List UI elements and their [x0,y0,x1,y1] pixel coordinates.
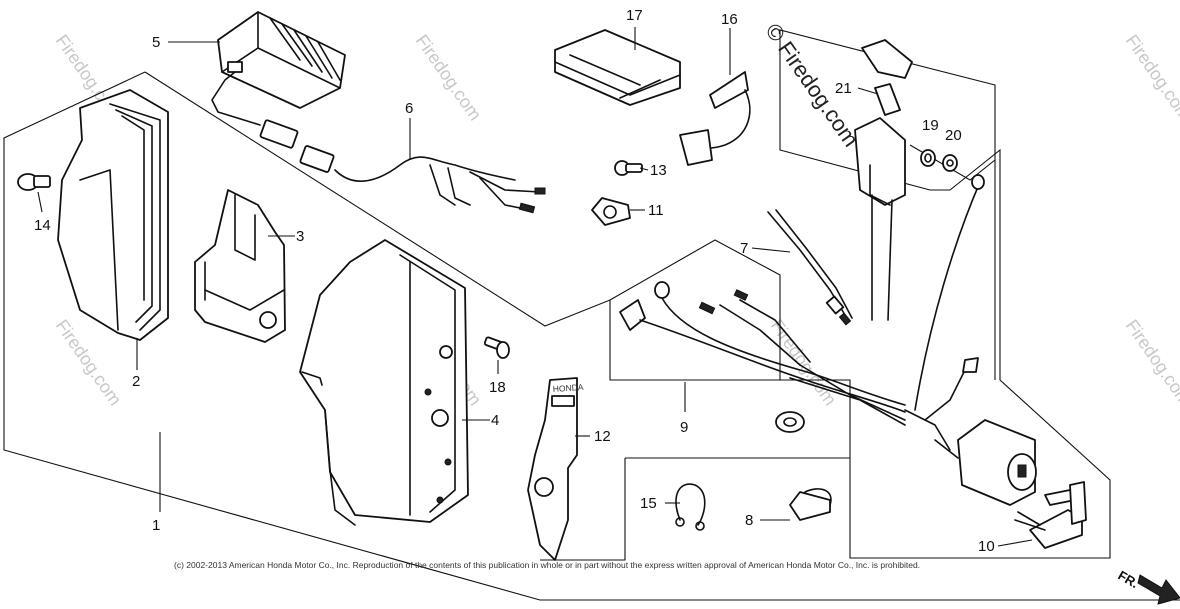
part-11-clip [591,197,631,226]
callout-5: 5 [152,34,160,51]
copyright-notice: (c) 2002-2013 American Honda Motor Co., … [174,560,920,570]
watermark-text: Firedog.com [1122,31,1180,124]
callout-20: 20 [945,127,962,144]
callout-10: 10 [978,538,995,555]
callout-16: 16 [721,11,738,28]
callout-3: 3 [296,228,304,245]
group-frames [3,29,1180,601]
callout-4: 4 [491,412,499,429]
leader-lines [37,27,1033,547]
part-6-harness [259,119,546,214]
part-3-bracket [194,189,286,343]
part-7-lead [767,209,853,326]
callout-19: 19 [922,117,939,134]
part-9-main-harness [619,174,985,451]
part-14-screw [17,173,51,191]
part-12-plate: HONDA [527,377,584,561]
callout-13: 13 [650,162,667,179]
watermark-text: Firedog.com [412,31,486,124]
callout-11: 11 [648,202,664,219]
plate-label: HONDA [552,382,584,394]
part-19-nut [920,149,936,167]
part-15-clamp [675,483,706,531]
part-2-cover [57,89,169,341]
part-20-washer [942,154,958,172]
part-10-keys [1014,481,1087,549]
callout-21: 21 [835,80,852,97]
ignition-switch [934,419,1037,506]
direction-label: FR. [1116,568,1142,591]
part-13-bolt [614,160,643,176]
part-18-bolt [483,336,510,359]
front-direction-arrow: FR. [1116,568,1180,605]
callout-7: 7 [740,240,748,257]
callout-15: 15 [640,495,657,512]
watermark-text: Firedog.com [767,316,841,409]
part-17-pad [554,29,681,106]
callout-9: 9 [680,419,688,436]
callout-17: 17 [626,7,643,24]
part-16-strap [679,71,751,166]
callout-labels: 1 2 3 4 5 6 7 8 9 10 11 12 13 14 15 16 1… [34,7,995,555]
grommet [775,411,805,433]
callout-8: 8 [745,512,753,529]
callout-12: 12 [594,428,611,445]
callout-14: 14 [34,217,51,234]
callout-2: 2 [132,373,140,390]
part-8-band [789,488,832,521]
watermark-text: Firedog.com [1122,316,1180,409]
part-4-control-box [299,239,469,526]
part-5-regulator [211,11,346,126]
part-21-fuse-holder [854,39,913,321]
callout-6: 6 [405,100,413,117]
callout-1: 1 [152,517,160,534]
callout-18: 18 [489,379,506,396]
